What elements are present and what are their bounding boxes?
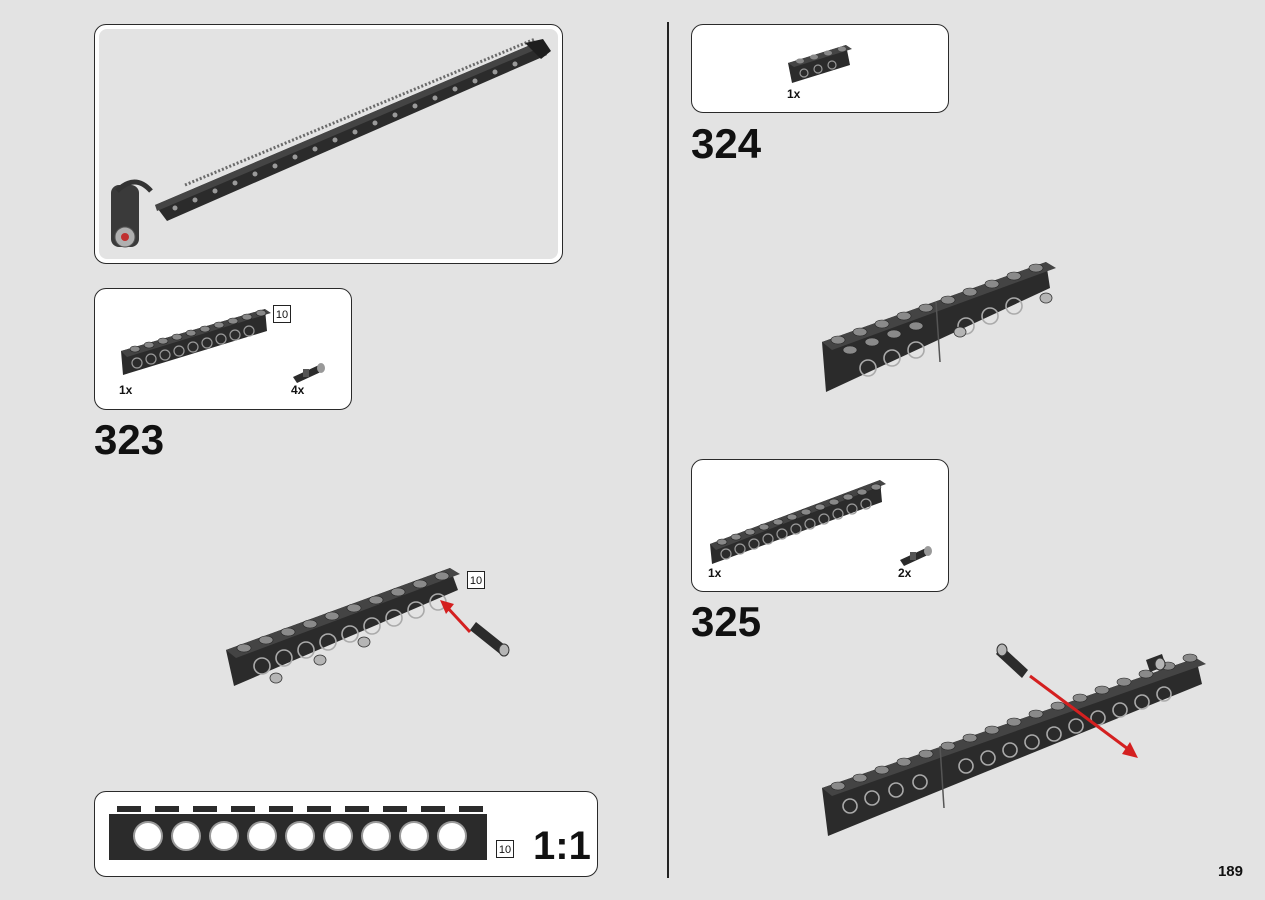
step-324-illustration <box>822 262 1056 392</box>
step-number: 324 <box>691 120 762 167</box>
step-number: 325 <box>691 598 762 645</box>
page-number: 189 <box>1217 863 1243 880</box>
page-column-divider <box>667 22 669 878</box>
technic-beam-12-icon <box>710 480 886 564</box>
beam-length-badge: 10 <box>496 840 514 858</box>
beam-length-callout: 10 <box>467 571 485 589</box>
part-quantity: 1x <box>119 383 133 397</box>
step-324-parts-panel: 1x <box>691 24 949 113</box>
scale-reference-panel: 10 1:1 <box>94 791 598 877</box>
beam-1-to-1-scale-icon <box>109 806 487 860</box>
part-quantity: 1x <box>787 87 801 101</box>
step-323-parts-panel: 10 1x 4x <box>94 288 352 410</box>
step-number: 323 <box>94 416 165 463</box>
friction-pin-icon <box>293 363 325 383</box>
part-quantity: 2x <box>898 566 912 580</box>
beam-length-badge: 10 <box>273 305 291 323</box>
step-325-illustration <box>822 643 1206 836</box>
friction-pin-icon <box>900 546 932 566</box>
step-323-illustration <box>226 568 510 686</box>
technic-brick-4-icon <box>788 45 852 83</box>
part-quantity: 4x <box>291 383 305 397</box>
long-arm-assembly-illustration <box>111 37 551 248</box>
assembly-preview-panel <box>94 24 563 264</box>
part-quantity: 1x <box>708 566 722 580</box>
step-325-parts-panel: 1x 2x <box>691 459 949 592</box>
technic-beam-10-icon <box>121 309 271 375</box>
scale-label: 1:1 <box>533 824 591 868</box>
